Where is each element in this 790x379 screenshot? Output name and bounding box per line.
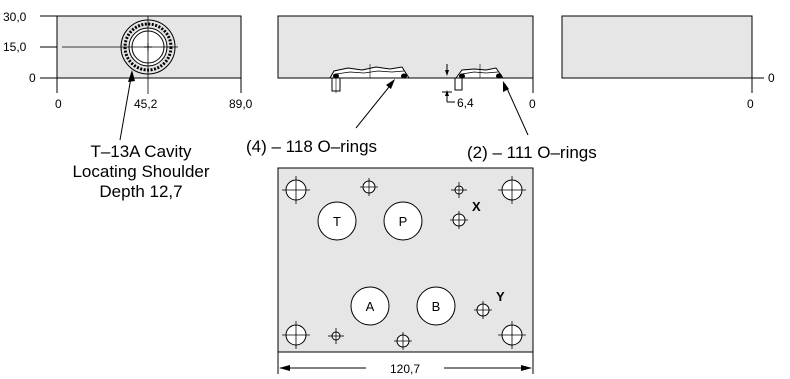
port-t-label: T (333, 214, 341, 229)
dowel-hole-top (360, 178, 378, 196)
middle-side-view: 6,4 0 (4) – 118 O–rings (2) – 111 O–ring… (246, 15, 597, 162)
pilot-port-x (450, 211, 468, 229)
port-a-label: A (366, 299, 375, 314)
cavity-callout-line-1: T–13A Cavity (90, 142, 192, 161)
top-view: X Y T P A (277, 167, 534, 376)
port-b-label: B (432, 299, 441, 314)
right-x-label: 0 (747, 97, 754, 111)
cavity-leader-arrow (128, 70, 135, 82)
pilot-port-y (474, 301, 492, 319)
x-label-45: 45,2 (134, 97, 158, 111)
bolt-hole-top-right (498, 176, 526, 204)
cavity-leader (119, 71, 133, 141)
oring-118-leader (355, 81, 394, 129)
oring-118-callout: (4) – 118 O–rings (246, 137, 377, 156)
middle-block-body (277, 15, 534, 79)
port-b: B (416, 286, 456, 326)
middle-x-label: 0 (529, 97, 536, 111)
oring-111-groove (454, 64, 504, 91)
cavity-callout-line-3: Depth 12,7 (99, 182, 182, 201)
depth-dimension: 6,4 (442, 64, 474, 110)
depth-label: 6,4 (457, 96, 474, 110)
port-p: P (383, 201, 423, 241)
port-p-label: P (399, 214, 408, 229)
x-label-0: 0 (55, 97, 62, 111)
bolt-hole-bottom-left (282, 321, 310, 349)
oring-118-groove (329, 64, 410, 93)
y-label-0: 0 (29, 71, 36, 85)
oring-111-arrow (503, 81, 509, 92)
bolt-hole-bottom-right (498, 321, 526, 349)
top-block-body (277, 167, 534, 353)
dowel-hole-bottom-left (328, 328, 344, 344)
width-dimension: 120,7 (277, 352, 534, 376)
port-a: A (350, 286, 390, 326)
pilot-x-label: X (472, 199, 481, 214)
oring-111-leader (504, 83, 529, 136)
bolt-hole-top-left (282, 176, 310, 204)
y-label-30: 30,0 (3, 10, 27, 24)
t13a-cavity (62, 16, 178, 94)
oring-111-callout: (2) – 111 O–rings (467, 143, 597, 162)
x-label-89: 89,0 (229, 97, 253, 111)
oring-118-arrow (386, 79, 395, 89)
right-side-view: 0 0 (561, 15, 775, 111)
y-label-15: 15,0 (3, 40, 27, 54)
port-t: T (317, 201, 357, 241)
width-label: 120,7 (390, 362, 420, 376)
dowel-hole-bottom-center (394, 332, 412, 350)
right-block-body (561, 15, 753, 79)
cavity-callout-line-2: Locating Shoulder (72, 162, 209, 181)
pilot-y-label: Y (496, 289, 505, 304)
pilot-hole-top-right-small (451, 182, 467, 198)
left-side-view: 30,0 15,0 0 0 45,2 89,0 T–13A Cavity Loc… (3, 10, 253, 201)
right-y-label: 0 (768, 71, 775, 85)
